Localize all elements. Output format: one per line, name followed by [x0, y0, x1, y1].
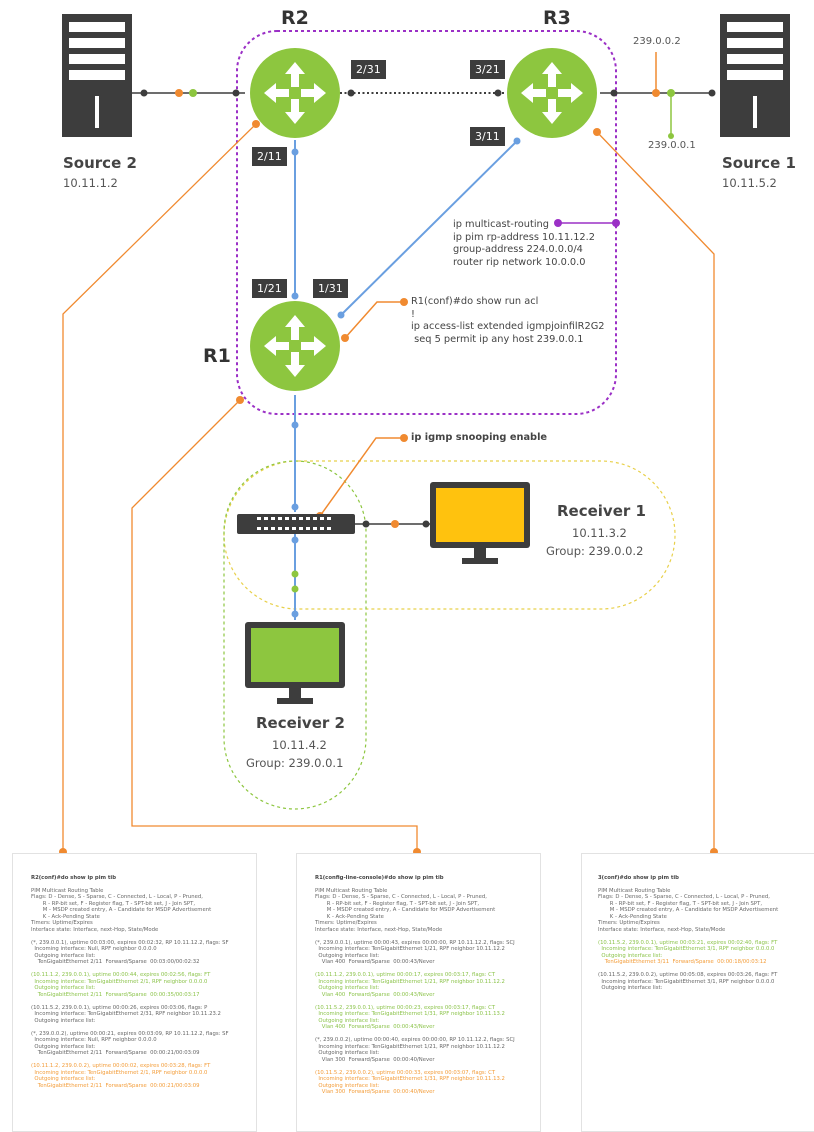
group-label-239-0-0-2: 239.0.0.2	[633, 36, 681, 47]
router-r3-label: R3	[543, 7, 571, 29]
source1-name: Source 1	[722, 154, 796, 172]
source2-name: Source 2	[63, 154, 137, 172]
r3-pim-output-panel: 3(conf)#do show ip pim tib PIM Multicast…	[581, 853, 814, 1132]
port-badge-3-11: 3/11	[470, 127, 505, 146]
igmp-snooping-text: ip igmp snooping enable	[411, 432, 548, 443]
receiver2-name: Receiver 2	[256, 714, 345, 732]
pim-domain-boundary	[236, 30, 617, 415]
router-r1	[250, 301, 340, 391]
source2-ip: 10.11.1.2	[63, 176, 118, 190]
port-badge-1-31: 1/31	[313, 279, 348, 298]
receiver2-ip: 10.11.4.2	[272, 738, 327, 752]
receiver1-monitor	[430, 482, 530, 564]
server-source2	[62, 14, 132, 137]
port-badge-1-21: 1/21	[252, 279, 287, 298]
vlan-receiver1-region	[223, 460, 676, 610]
group-label-239-0-0-1: 239.0.0.1	[648, 140, 696, 151]
server-source1	[720, 14, 790, 137]
r3-pim-output-text: 3(conf)#do show ip pim tib PIM Multicast…	[598, 874, 779, 992]
router-r3	[507, 48, 597, 138]
r1-pim-output-text: R1(config-line-console)#do show ip pim t…	[315, 874, 515, 1096]
receiver2-group: Group: 239.0.0.1	[246, 756, 344, 770]
r1-pim-output-panel: R1(config-line-console)#do show ip pim t…	[296, 853, 541, 1132]
r2-pim-output-text: R2(conf)#do show ip pim tib PIM Multicas…	[31, 874, 229, 1089]
receiver1-group: Group: 239.0.0.2	[546, 544, 644, 558]
router-r1-label: R1	[203, 345, 231, 367]
r2-pim-output-panel: R2(conf)#do show ip pim tib PIM Multicas…	[12, 853, 257, 1132]
igmp-switch	[237, 514, 355, 534]
port-badge-2-11: 2/11	[252, 147, 287, 166]
router-r2-label: R2	[281, 7, 309, 29]
acl-config-text: R1(conf)#do show run acl!ip access-list …	[411, 296, 605, 345]
source1-ip: 10.11.5.2	[722, 176, 777, 190]
port-badge-2-31: 2/31	[351, 60, 386, 79]
port-badge-3-21: 3/21	[470, 60, 505, 79]
receiver1-name: Receiver 1	[557, 502, 646, 520]
receiver1-ip: 10.11.3.2	[572, 526, 627, 540]
receiver2-monitor	[245, 622, 345, 704]
router-r2	[250, 48, 340, 138]
